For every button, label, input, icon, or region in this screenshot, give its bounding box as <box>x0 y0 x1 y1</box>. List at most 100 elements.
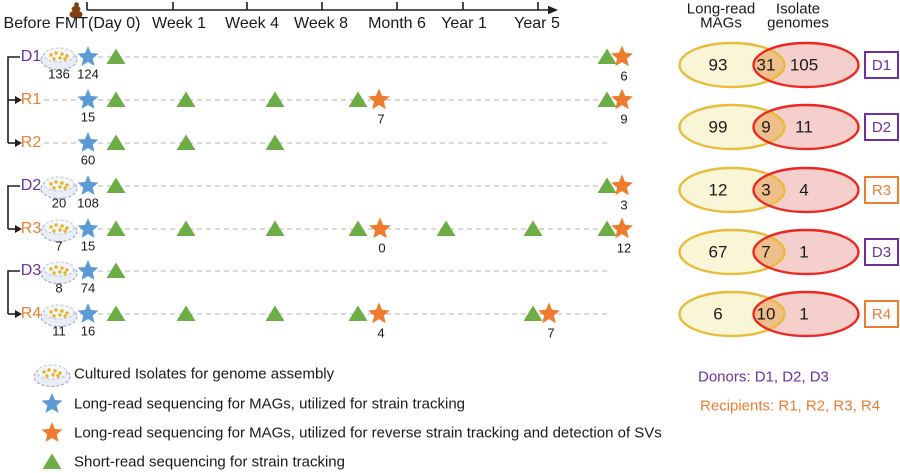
colony-dot <box>63 229 67 233</box>
short-read-triangle-icon <box>106 91 126 107</box>
short-read-triangle-icon <box>265 305 285 321</box>
colony-dot <box>49 182 53 186</box>
venn-left-outline <box>678 166 786 214</box>
blue-star-count-R4: 16 <box>80 323 96 339</box>
petri-dish-icon <box>40 176 78 199</box>
venn-left-count-D3: 67 <box>708 242 728 262</box>
venn-sample-badge-D3: D3 <box>864 238 899 266</box>
colony-dot <box>54 51 58 55</box>
footer-note-1: Recipients: R1, R2, R3, R4 <box>700 397 881 415</box>
colony-dot <box>52 186 56 190</box>
venn-header-isolate-line2: genomes <box>767 14 829 32</box>
venn-sample-badge-R4: R4 <box>864 300 899 328</box>
venn-left-outline <box>678 41 786 89</box>
petri-dish-icon <box>40 47 78 70</box>
colony-dot <box>58 56 62 60</box>
venn-right-ellipse <box>753 168 859 212</box>
short-read-triangle-icon <box>265 134 285 150</box>
colony-dot <box>58 228 62 232</box>
colony-dot <box>65 54 69 58</box>
venn-left-ellipse <box>679 292 785 336</box>
venn-right-ellipse <box>753 230 859 274</box>
colony-dot <box>54 308 58 312</box>
venn-left-ellipse <box>679 105 785 149</box>
donor-recipient-bracket <box>7 270 20 314</box>
short-read-triangle-icon <box>436 220 456 236</box>
short-read-triangle-icon <box>597 48 617 64</box>
venn-left-count-D2: 99 <box>708 117 728 137</box>
short-read-triangle-icon <box>176 91 196 107</box>
blue-star-count-R1: 15 <box>80 109 96 125</box>
colony-dot <box>42 370 46 374</box>
timeline-arrowhead-icon <box>548 5 558 15</box>
blue-star-count-D3: 74 <box>80 280 96 296</box>
row-label-R2: R2 <box>20 134 42 151</box>
row-label-D1: D1 <box>20 48 42 65</box>
orange-star-icon <box>611 174 633 196</box>
colony-dot <box>51 373 55 377</box>
short-read-triangle-icon <box>106 48 126 64</box>
venn-sample-badge-D1: D1 <box>864 51 899 79</box>
bracket-arrowhead-icon <box>15 96 22 104</box>
short-read-triangle-icon <box>176 134 196 150</box>
venn-right-count-D1: 105 <box>789 55 819 75</box>
venn-right-outline <box>752 41 860 89</box>
short-read-triangle-icon <box>42 453 62 469</box>
venn-overlap-count-D3: 7 <box>761 242 771 262</box>
colony-dot <box>65 268 69 272</box>
colony-dot <box>52 271 56 275</box>
colony-dot <box>53 369 57 373</box>
venn-overlap-count-R3: 3 <box>761 180 771 200</box>
orange-star-icon <box>611 217 633 239</box>
orange-star-count-R3-1: 12 <box>616 240 632 256</box>
petri-count-D2: 20 <box>51 195 67 211</box>
short-read-triangle-icon <box>523 305 543 321</box>
orange-star-icon <box>368 302 390 324</box>
row-label-R3: R3 <box>20 220 42 237</box>
venn-overlap-count-D1: 31 <box>756 55 776 75</box>
colony-dot <box>65 311 69 315</box>
petri-count-D3: 8 <box>55 280 63 296</box>
colony-dot <box>52 229 56 233</box>
timeline-label-3: Week 8 <box>294 15 348 32</box>
orange-star-icon <box>368 88 390 110</box>
legend-text-3: Short-read sequencing for strain trackin… <box>74 453 345 471</box>
donor-recipient-bracket <box>7 185 20 229</box>
venn-right-outline <box>752 228 860 276</box>
venn-header-isolate-line1: Isolate <box>775 0 821 18</box>
petri-count-R3: 7 <box>55 238 63 254</box>
colony-dot <box>49 53 53 57</box>
short-read-triangle-icon <box>176 220 196 236</box>
blue-star-count-R2: 60 <box>80 152 96 168</box>
colony-dot <box>49 267 53 271</box>
blue-star-count-D2: 108 <box>77 195 99 211</box>
orange-star-count-R1-1: 9 <box>620 111 628 127</box>
colony-dot <box>60 309 64 313</box>
venn-header-longread-line2: MAGs <box>700 14 742 32</box>
bracket-arrowhead-icon <box>15 225 22 233</box>
colony-dot <box>54 180 58 184</box>
orange-star-count-D2-0: 3 <box>620 197 628 213</box>
colony-dot <box>63 57 67 61</box>
blue-star-count-D1: 124 <box>77 66 99 82</box>
venn-sample-badge-D2: D2 <box>864 113 899 141</box>
colony-dot <box>56 374 60 378</box>
blue-star-icon <box>77 132 99 152</box>
bracket-arrowhead-icon <box>15 310 22 318</box>
footer-note-0: Donors: D1, D2, D3 <box>698 368 829 386</box>
venn-left-outline <box>678 228 786 276</box>
timeline-label-6: Year 5 <box>514 15 560 32</box>
stool-sample-icon <box>69 2 83 19</box>
row-label-D2: D2 <box>20 177 42 194</box>
timeline-label-4: Month 6 <box>368 15 426 32</box>
petri-count-R4: 11 <box>52 323 66 339</box>
venn-right-count-R4: 1 <box>799 304 809 324</box>
colony-dot <box>54 223 58 227</box>
short-read-triangle-icon <box>106 305 126 321</box>
short-read-triangle-icon <box>348 220 368 236</box>
bracket-arrowhead-icon <box>15 139 22 147</box>
timeline-label-2: Week 4 <box>225 15 279 32</box>
